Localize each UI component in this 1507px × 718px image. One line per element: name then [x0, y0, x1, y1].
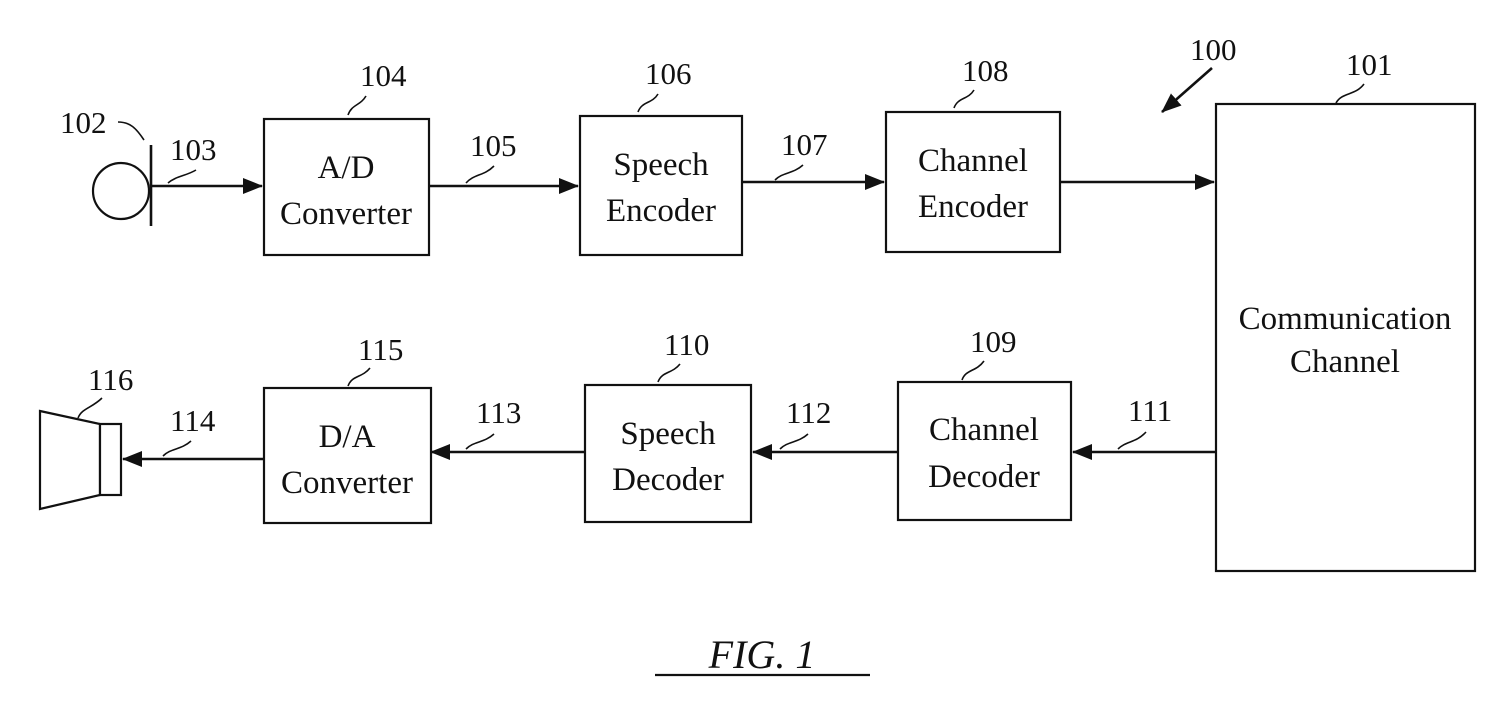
speaker-cone-icon [38, 409, 102, 511]
signal-114: 114 [122, 403, 264, 467]
speech-encoder-block: Speech Encoder 106 [578, 56, 744, 257]
da-converter-line1: D/A [319, 419, 376, 455]
signal-103: 103 [151, 132, 263, 194]
da-converter-block: D/A Converter 115 [262, 332, 433, 525]
speech-encoder-ref-label: 106 [645, 56, 692, 91]
system-ref-label: 100 [1190, 32, 1237, 67]
channel-decoder-leader [961, 360, 985, 381]
system-ref-arrow [1161, 67, 1213, 113]
ad-converter-box [262, 117, 431, 257]
speech-encoder-box [578, 114, 744, 257]
signal-113-label: 113 [476, 395, 521, 430]
speech-decoder-block: Speech Decoder 110 [583, 327, 753, 524]
microphone-ref-label: 102 [60, 105, 107, 140]
speaker-ref-label: 116 [88, 362, 133, 397]
speech-decoder-leader [657, 363, 681, 383]
signal-112-leader [779, 433, 809, 450]
ad-converter-line1: A/D [318, 150, 375, 186]
speech-decoder-box [583, 383, 753, 524]
figure-caption: FIG. 1 [655, 632, 870, 677]
signal-105: 105 [429, 128, 579, 194]
channel-encoder-line1: Channel [918, 143, 1028, 179]
signal-112-label: 112 [786, 395, 831, 430]
signal-105-label: 105 [470, 128, 517, 163]
speech-decoder-line2: Decoder [612, 462, 724, 498]
signal-107-label: 107 [781, 127, 828, 162]
microphone-icon [91, 161, 151, 221]
signal-113-leader [465, 433, 495, 450]
ad-converter-leader [347, 95, 367, 116]
da-converter-leader [347, 367, 371, 387]
channel-encoder-line2: Encoder [918, 189, 1028, 225]
speaker: 116 [38, 362, 133, 511]
signal-105-leader [465, 165, 495, 184]
channel-encoder-ref-label: 108 [962, 53, 1009, 88]
speaker-body-icon [98, 422, 123, 497]
channel-decoder-ref-label: 109 [970, 324, 1017, 359]
communication-channel-block: Communication Channel 101 [1214, 47, 1477, 573]
channel-decoder-box [896, 380, 1073, 522]
signal-111: 111 [1072, 393, 1216, 460]
signal-113: 113 [430, 395, 585, 460]
signal-107: 107 [742, 127, 885, 190]
microphone-leader [117, 121, 145, 141]
communication-channel-leader [1335, 83, 1365, 104]
figure-label: FIG. 1 [708, 632, 816, 677]
microphone: 102 [60, 105, 153, 226]
da-converter-box [262, 386, 433, 525]
ad-converter-ref-label: 104 [360, 58, 407, 93]
channel-decoder-block: Channel Decoder 109 [896, 324, 1073, 522]
channel-encoder-leader [953, 89, 975, 109]
channel-decoder-line2: Decoder [928, 459, 1040, 495]
signal-114-leader [162, 440, 192, 457]
signal-103-leader [167, 169, 197, 184]
speech-encoder-line2: Encoder [606, 193, 716, 229]
channel-encoder-block: Channel Encoder 108 [884, 53, 1062, 254]
communication-channel-line1: Communication [1239, 301, 1452, 337]
signal-111-leader [1117, 431, 1147, 450]
da-converter-ref-label: 115 [358, 332, 403, 367]
speech-encoder-leader [637, 93, 659, 113]
signal-103-label: 103 [170, 132, 217, 167]
signal-111-label: 111 [1128, 393, 1172, 428]
communication-channel-box [1214, 102, 1477, 573]
speech-encoder-line1: Speech [613, 147, 709, 183]
communication-channel-line2: Channel [1290, 344, 1400, 380]
da-converter-line2: Converter [281, 465, 413, 501]
speaker-leader [77, 397, 103, 419]
system-reference: 100 [1161, 32, 1237, 113]
signal-114-label: 114 [170, 403, 216, 438]
signal-107-leader [774, 164, 804, 181]
speech-decoder-ref-label: 110 [664, 327, 709, 362]
communication-channel-ref-label: 101 [1346, 47, 1393, 82]
signal-112: 112 [752, 395, 898, 460]
ad-converter-block: A/D Converter 104 [262, 58, 431, 257]
speech-decoder-line1: Speech [620, 416, 716, 452]
channel-decoder-line1: Channel [929, 412, 1039, 448]
channel-encoder-box [884, 110, 1062, 254]
ad-converter-line2: Converter [280, 196, 412, 232]
